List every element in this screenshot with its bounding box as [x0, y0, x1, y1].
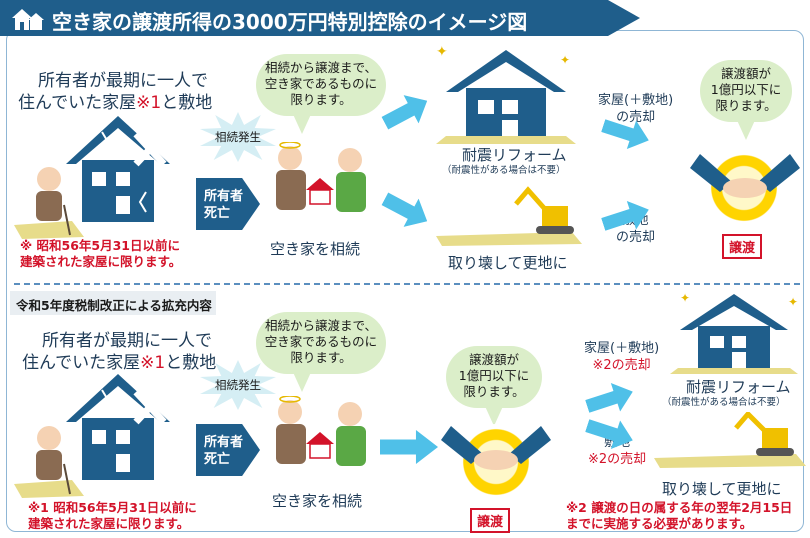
reformed-house-illustration-b: ✦ ✦: [670, 291, 798, 374]
excavator-illustration-b: [654, 412, 806, 468]
owner-line-1: 所有者が最期に一人で: [38, 71, 208, 91]
demolish-label-b: 取り壊して更地に: [662, 480, 782, 498]
owner-line-2-b-text: 住んでいた家屋: [22, 353, 141, 373]
price-limit-b-line-2: 1億円以下に: [458, 368, 530, 383]
elderly-owner-illustration-b: [14, 426, 84, 498]
transfer-box: 譲渡: [722, 234, 763, 259]
note-2-line-1: ※2 譲渡の日の属する年の翌年2月15日: [566, 500, 793, 515]
svg-text:✦: ✦: [436, 44, 448, 60]
price-limit-line-3: 限ります。: [715, 98, 777, 113]
inherit-vacant-label-b: 空き家を相続: [272, 492, 363, 510]
reform-note: （耐震性がある場合は不要）: [442, 165, 566, 176]
bubble-line-3: 限ります。: [290, 92, 352, 107]
owner-death-line-2-b: 死亡: [204, 452, 231, 467]
title-bar: [0, 0, 640, 36]
price-bubble-tail-b: [484, 404, 504, 426]
owner-death-line-2: 死亡: [204, 206, 231, 221]
house-sale-label: 家屋(＋敷地) の売却: [598, 92, 673, 126]
owner-line-1-b: 所有者が最期に一人で: [42, 331, 212, 351]
svg-text:✦: ✦: [680, 291, 690, 305]
house-sale-label-b: 家屋(＋敷地) ※2の売却: [584, 340, 659, 374]
bubble-tail: [292, 112, 312, 134]
price-bubble-tail: [736, 118, 756, 140]
owner-line-2-suffix: と敷地: [161, 93, 213, 113]
reformed-house-illustration: ✦ ✦: [436, 44, 576, 144]
land-sale-line-2: の売却: [616, 230, 656, 245]
price-limit-bubble-b: 譲渡額が 1億円以下に 限ります。: [446, 346, 542, 408]
heirs-illustration-b: [276, 396, 366, 466]
transfer-box-b: 譲渡: [470, 508, 511, 533]
price-limit-line-2: 1億円以下に: [710, 82, 782, 97]
house-sale-line-1: 家屋(＋敷地): [598, 93, 674, 108]
house-sale-b-line-1: 家屋(＋敷地): [584, 341, 660, 356]
note-1b-line-2: 建築された家屋に限ります。: [28, 516, 190, 531]
price-limit-line-1: 譲渡額が: [720, 66, 771, 81]
expansion-header: 令和5年度税制改正による拡充内容: [10, 291, 216, 315]
note-1-line-2: 建築された家屋に限ります。: [20, 254, 182, 269]
footnote-mark-b: ※1: [140, 353, 166, 373]
inherit-vacant-label: 空き家を相続: [270, 240, 361, 258]
svg-text:✦: ✦: [560, 53, 570, 67]
bubble-tail-b: [292, 370, 312, 392]
owner-death-line-1-b: 所有者: [204, 435, 244, 450]
elderly-owner-illustration: [14, 167, 84, 239]
svg-text:✦: ✦: [788, 295, 798, 309]
inheritance-occurs-label-b: 相続発生: [215, 378, 261, 392]
handshake-illustration-b: [441, 426, 551, 470]
house-icon: [12, 9, 44, 30]
bubble-line-1: 相続から譲渡まで、: [264, 60, 377, 75]
note-1b-line-1: ※1 昭和56年5月31日以前に: [28, 500, 197, 515]
old-house-illustration: [66, 116, 170, 222]
owner-death-line-1: 所有者: [204, 189, 244, 204]
inheritance-occurs-label: 相続発生: [215, 130, 261, 144]
reform-note-b: （耐震性がある場合は不要）: [662, 397, 786, 408]
excavator-illustration: [436, 186, 582, 246]
handshake-illustration: [690, 154, 800, 198]
owner-line-2: 住んでいた家屋※1と敷地: [18, 88, 212, 113]
heirs-illustration: [276, 142, 366, 212]
reform-label-b: 耐震リフォーム: [686, 378, 791, 396]
bubble-b-line-3: 限ります。: [290, 350, 352, 365]
demolish-label: 取り壊して更地に: [448, 254, 568, 272]
page-title: 空き家の譲渡所得の3000万円特別控除のイメージ図: [52, 10, 528, 34]
house-sale-b-line-2: ※2の売却: [592, 358, 651, 373]
owner-line-2-b: 住んでいた家屋※1と敷地: [22, 348, 216, 373]
old-house-illustration-b: [66, 374, 170, 480]
vacancy-condition-bubble: 相続から譲渡まで、 空き家であるものに 限ります。: [256, 54, 386, 116]
land-sale-b-line-2: ※2の売却: [588, 452, 647, 467]
vacancy-condition-bubble-b: 相続から譲渡まで、 空き家であるものに 限ります。: [256, 312, 386, 374]
price-limit-b-line-1: 譲渡額が: [468, 352, 519, 367]
owner-line-2-text: 住んでいた家屋: [18, 93, 137, 113]
footnote-mark: ※1: [136, 93, 162, 113]
section-divider: [14, 283, 800, 285]
note-2-line-2: までに実施する必要があります。: [566, 516, 753, 531]
price-limit-bubble: 譲渡額が 1億円以下に 限ります。: [700, 60, 792, 122]
bubble-b-line-1: 相続から譲渡まで、: [264, 318, 377, 333]
bubble-b-line-2: 空き家であるものに: [264, 334, 378, 349]
note-1-line-1: ※ 昭和56年5月31日以前に: [20, 238, 180, 253]
owner-line-2-b-suffix: と敷地: [165, 353, 217, 373]
price-limit-b-line-3: 限ります。: [463, 384, 525, 399]
house-sale-line-2: の売却: [616, 110, 656, 125]
reform-label: 耐震リフォーム: [462, 146, 567, 164]
bubble-line-2: 空き家であるものに: [264, 76, 378, 91]
